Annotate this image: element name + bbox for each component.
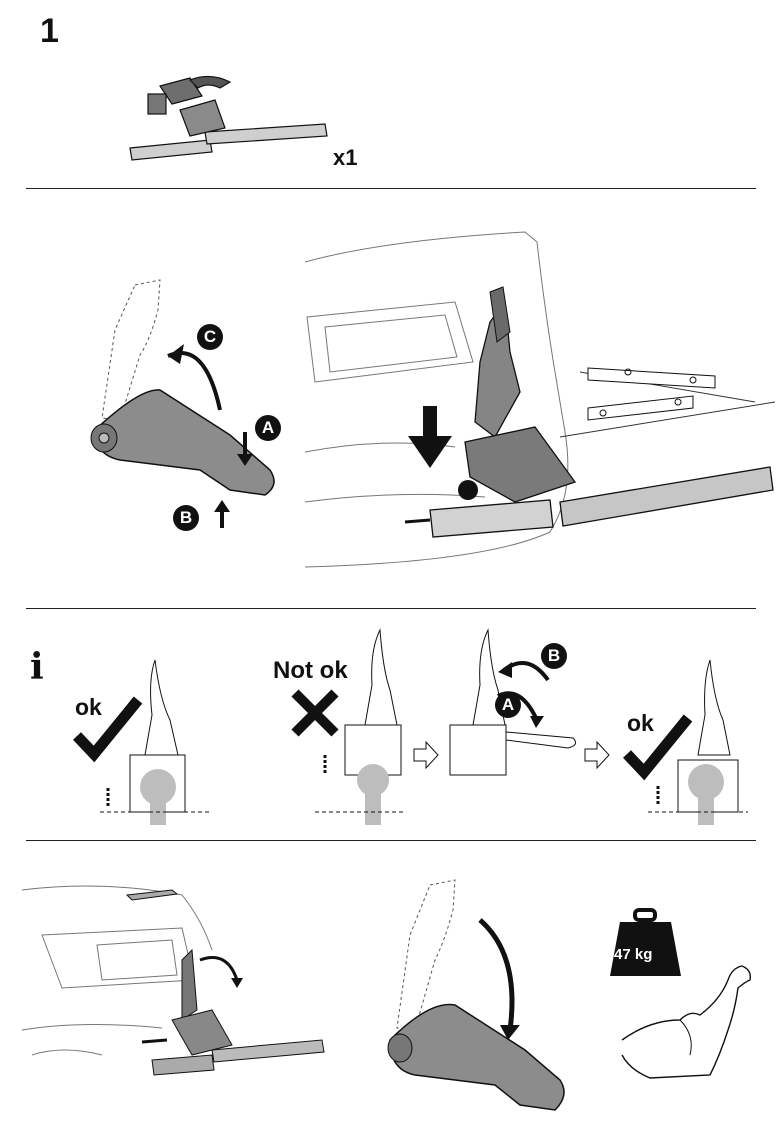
arrow-right-icon: [413, 740, 439, 770]
section-divider: [26, 188, 756, 189]
checkmark-icon: [623, 714, 693, 781]
level-icon: [587, 367, 716, 421]
ok-label: ok: [627, 710, 654, 736]
clamp-close-illustration: [387, 879, 565, 1111]
cross-icon: [291, 689, 339, 737]
section-divider: [26, 840, 756, 841]
checkmark-icon: [73, 696, 143, 763]
callout-c: C: [197, 324, 223, 350]
not-ok-label: Not ok: [273, 657, 348, 684]
flexed-arm-icon: [621, 965, 752, 1079]
car-mounting-illustration: [304, 231, 776, 568]
arrow-right-icon: [584, 740, 610, 770]
clamp-handle-illustration: [90, 279, 275, 528]
hitch-adjust-diagram: [449, 628, 577, 776]
weight-icon: [610, 908, 681, 976]
callout-a: A: [255, 415, 281, 441]
callout-a: A: [495, 692, 521, 718]
weight-label: 47 kg: [614, 946, 653, 963]
ok-label: ok: [75, 694, 102, 720]
hitch-ok-diagram: [100, 659, 210, 825]
hitch-ok-diagram: [648, 659, 748, 825]
hitch-not-ok-diagram: [315, 628, 405, 825]
car-removal-illustration: [21, 885, 325, 1076]
callout-b: B: [173, 505, 199, 531]
section-divider: [26, 608, 756, 609]
quantity-label: x1: [333, 145, 358, 170]
callout-b: B: [541, 643, 567, 669]
info-icon: i: [30, 646, 44, 688]
step-number: 1: [40, 12, 59, 50]
bike-carrier-icon: [129, 75, 328, 161]
